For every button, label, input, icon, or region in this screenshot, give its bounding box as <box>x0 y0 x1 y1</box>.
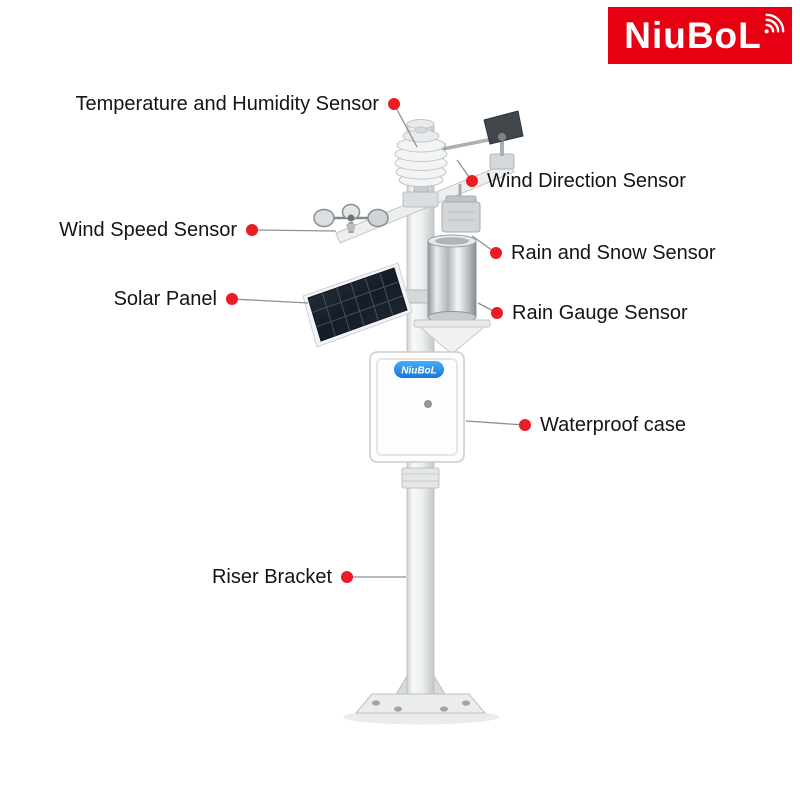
callout-label: Wind Direction Sensor <box>487 169 686 192</box>
callout-temperature-humidity-sensor: Temperature and Humidity Sensor <box>76 91 400 117</box>
callout-dot <box>466 175 478 187</box>
case-brand-label: NiuBoL <box>401 366 437 377</box>
callout-dot <box>491 307 503 319</box>
wifi-signal-icon <box>764 13 785 34</box>
callout-label: Riser Bracket <box>211 565 332 588</box>
callout-wind-direction-sensor: Wind Direction Sensor <box>466 168 686 194</box>
brand-logo-text: NiuBoL <box>624 15 762 56</box>
callout-waterproof-case: Waterproof case <box>519 412 686 438</box>
callout-dot <box>519 419 531 431</box>
pole-base <box>354 674 487 714</box>
callout-label: Solar Panel <box>113 287 217 310</box>
wind-speed-sensor <box>313 203 389 233</box>
callout-dot <box>226 293 238 305</box>
callout-dot <box>246 224 258 236</box>
callout-label: Waterproof case <box>540 413 686 436</box>
callout-label: Wind Speed Sensor <box>59 218 237 241</box>
waterproof-case: NiuBoL <box>369 351 465 463</box>
case-lock-dot <box>424 400 432 408</box>
leader-line-temperature <box>393 103 418 148</box>
brand-logo: NiuBoL <box>608 7 792 64</box>
rain-and-snow-sensor <box>441 184 481 233</box>
case-brand-badge <box>394 361 444 378</box>
callout-wind-speed-sensor: Wind Speed Sensor <box>59 217 258 243</box>
callout-rain-gauge-sensor: Rain Gauge Sensor <box>491 300 688 326</box>
callout-label: Rain and Snow Sensor <box>511 241 716 264</box>
leader-line-wind-speed <box>251 229 337 232</box>
wind-direction-sensor <box>428 110 524 170</box>
leader-line-solar-panel <box>231 298 309 304</box>
callout-dot <box>341 571 353 583</box>
callout-dot <box>388 98 400 110</box>
callout-dot <box>490 247 502 259</box>
callout-solar-panel: Solar Panel <box>114 286 238 312</box>
callout-riser-bracket: Riser Bracket <box>212 564 353 590</box>
rain-gauge-sensor <box>413 234 491 355</box>
callout-label: Rain Gauge Sensor <box>512 301 688 324</box>
leader-line-waterproof-case <box>465 420 526 426</box>
temperature-humidity-sensor <box>394 126 448 193</box>
callout-label: Temperature and Humidity Sensor <box>75 92 379 115</box>
callout-rain-and-snow-sensor: Rain and Snow Sensor <box>490 240 716 266</box>
